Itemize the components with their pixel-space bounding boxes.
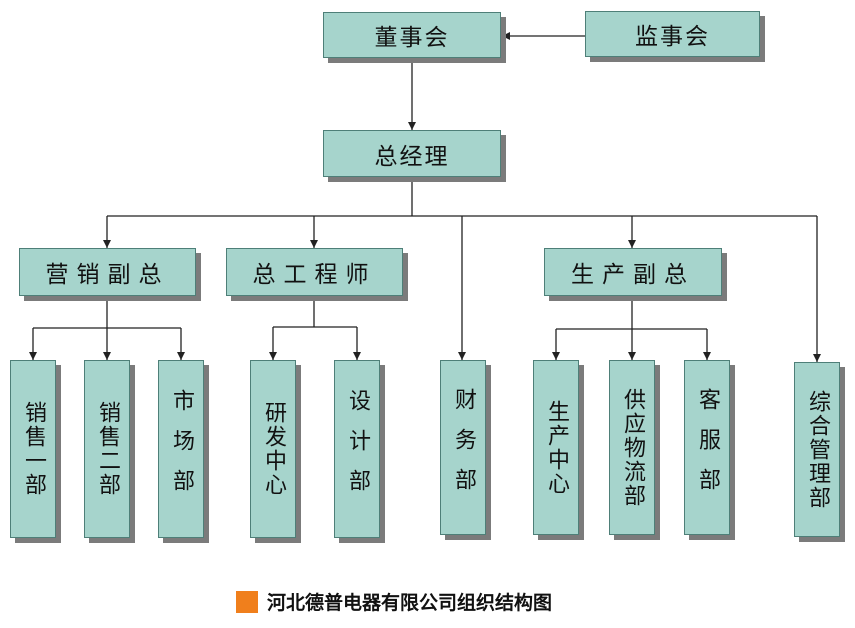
legend-caption: 河北德普电器有限公司组织结构图 bbox=[267, 592, 553, 614]
node-marketing: 市场部 bbox=[158, 360, 204, 538]
node-production-center: 生产中心 bbox=[533, 360, 579, 535]
node-supervisors: 监事会 bbox=[585, 11, 760, 57]
node-general-manager: 总经理 bbox=[323, 130, 501, 177]
legend-swatch bbox=[236, 590, 258, 613]
node-admin: 综合管理部 bbox=[794, 362, 840, 537]
node-sales-1: 销售一部 bbox=[10, 360, 56, 538]
node-rnd: 研发中心 bbox=[250, 360, 296, 538]
node-finance: 财务部 bbox=[440, 360, 486, 535]
node-sales-2: 销售二部 bbox=[84, 360, 130, 538]
node-sales-vp: 营销副总 bbox=[19, 248, 196, 296]
node-production-vp: 生产副总 bbox=[544, 248, 722, 296]
node-board: 董事会 bbox=[323, 12, 501, 58]
node-design: 设计部 bbox=[334, 360, 380, 538]
node-customer-service: 客服部 bbox=[684, 360, 730, 535]
legend: 河北德普电器有限公司组织结构图 bbox=[236, 588, 552, 615]
node-chief-engineer: 总工程师 bbox=[226, 248, 403, 296]
node-supply: 供应物流部 bbox=[609, 360, 655, 535]
